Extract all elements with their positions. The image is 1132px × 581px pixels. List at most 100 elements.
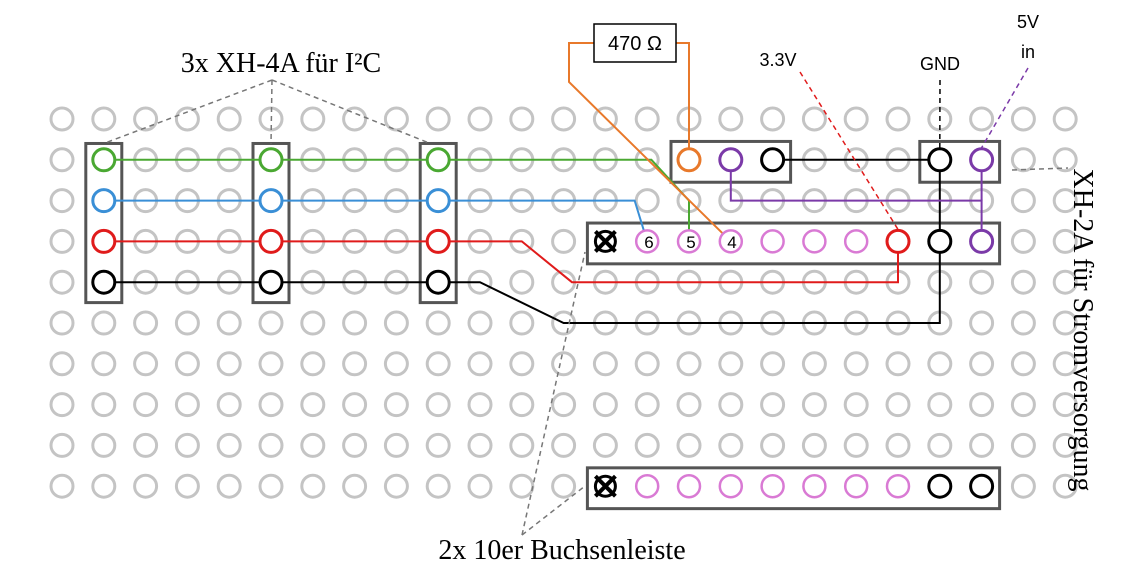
leader-header-1 xyxy=(521,251,586,536)
grid-hole xyxy=(843,432,869,458)
xh4a-3-sda-pin xyxy=(425,147,451,173)
header-1-pin xyxy=(802,229,827,254)
grid-hole xyxy=(1010,310,1036,336)
grid-hole xyxy=(467,351,493,377)
leader-i2c-2 xyxy=(270,79,273,144)
grid-hole xyxy=(342,310,368,336)
header-2-pin xyxy=(885,473,911,499)
xh4a-2-gnd-pin xyxy=(258,269,284,295)
grid-hole xyxy=(174,392,200,418)
grid-hole xyxy=(509,310,535,336)
grid-hole xyxy=(1052,147,1078,173)
header-1-pin xyxy=(760,229,785,254)
grid-hole xyxy=(969,392,995,418)
crossed-pin-x xyxy=(593,229,617,253)
grid-hole xyxy=(1052,228,1078,254)
headers-label: 2x 10er Buchsenleiste xyxy=(438,535,685,566)
grid-hole xyxy=(634,432,660,458)
grid-hole xyxy=(91,473,117,499)
grid-hole xyxy=(551,106,577,132)
grid-hole xyxy=(300,473,326,499)
header-1-pin xyxy=(634,229,660,254)
grid-hole xyxy=(383,473,409,499)
xh4a-1-scl-pin xyxy=(91,188,117,214)
grid-hole xyxy=(174,473,200,499)
header-2-pin xyxy=(760,473,785,499)
xh4a-1-sda-pin xyxy=(91,147,117,173)
grid-hole xyxy=(969,310,995,336)
grid-hole xyxy=(1052,310,1078,336)
grid-hole xyxy=(133,351,159,377)
grid-hole xyxy=(969,432,995,458)
grid-hole xyxy=(1010,473,1036,499)
grid-hole xyxy=(509,392,535,418)
grid-hole xyxy=(216,473,242,499)
header-2-pin xyxy=(802,473,827,499)
grid-hole xyxy=(843,392,869,418)
header-1-last-pin xyxy=(969,228,995,254)
grid-hole xyxy=(551,473,577,499)
grid-hole xyxy=(634,188,660,214)
grid-hole xyxy=(969,351,995,377)
grid-hole xyxy=(216,106,242,132)
header-1-3v3-pin xyxy=(885,228,911,254)
grid-hole xyxy=(425,106,451,132)
grid-hole xyxy=(342,351,368,377)
grid-hole xyxy=(216,392,242,418)
grid-hole xyxy=(174,106,200,132)
grid-hole xyxy=(258,310,284,336)
grid-hole xyxy=(425,310,451,336)
top-pin-purple xyxy=(718,147,744,173)
wire-vcc xyxy=(103,240,899,284)
grid-hole xyxy=(1052,188,1078,214)
grid-hole xyxy=(342,473,368,499)
pin-4-label: 4 xyxy=(727,233,736,252)
grid-hole xyxy=(174,310,200,336)
grid-hole xyxy=(592,392,618,418)
grid-hole xyxy=(1052,106,1078,132)
grid-hole xyxy=(1010,188,1036,214)
leader-i2c-1 xyxy=(103,79,273,145)
grid-hole xyxy=(718,432,744,458)
grid-hole xyxy=(467,392,493,418)
grid-hole xyxy=(1052,269,1078,295)
header-1-pin xyxy=(676,229,702,254)
grid-hole xyxy=(467,106,493,132)
grid-hole xyxy=(718,351,744,377)
grid-hole xyxy=(174,432,200,458)
header-1-pin xyxy=(843,229,869,254)
grid-hole xyxy=(49,310,75,336)
grid-hole xyxy=(760,392,786,418)
grid-hole xyxy=(133,432,159,458)
grid-hole xyxy=(383,106,409,132)
grid-hole xyxy=(634,106,660,132)
grid-hole xyxy=(760,106,786,132)
grid-hole xyxy=(676,392,702,418)
grid-hole xyxy=(91,392,117,418)
grid-hole xyxy=(174,351,200,377)
grid-hole xyxy=(634,351,660,377)
grid-hole xyxy=(258,473,284,499)
grid-hole xyxy=(760,432,786,458)
grid-hole xyxy=(801,351,827,377)
grid-hole xyxy=(969,269,995,295)
header-2-pin xyxy=(634,473,660,499)
xh4a-2-vcc-pin xyxy=(258,228,284,254)
grid-hole xyxy=(509,351,535,377)
grid-hole xyxy=(509,269,535,295)
connector-pins xyxy=(91,147,995,499)
xh4a-3-scl-pin xyxy=(425,188,451,214)
pin-5-label: 5 xyxy=(686,233,695,252)
xh4a-3-gnd-pin xyxy=(425,269,451,295)
grid-hole xyxy=(258,392,284,418)
grid-hole xyxy=(133,106,159,132)
header-2-last-pin xyxy=(969,473,995,499)
top-pin-black xyxy=(760,147,786,173)
grid-hole xyxy=(551,351,577,377)
grid-hole xyxy=(300,392,326,418)
header-1-gnd-pin xyxy=(927,228,953,254)
grid-hole xyxy=(216,432,242,458)
header-2-pin xyxy=(718,473,744,499)
grid-hole xyxy=(49,351,75,377)
